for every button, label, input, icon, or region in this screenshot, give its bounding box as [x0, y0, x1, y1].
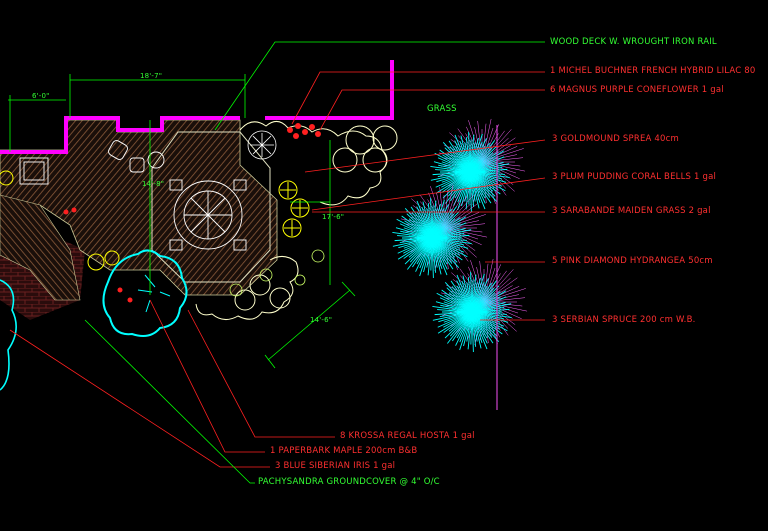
- note-hydrangea: 5 PINK DIAMOND HYDRANGEA 50cm: [552, 256, 713, 266]
- note-lilac: 1 MICHEL BUCHNER FRENCH HYBRID LILAC 80: [550, 66, 756, 76]
- spruce-burst-0: [430, 132, 510, 212]
- coneflower-symbols: [63, 123, 321, 303]
- dim-bottom-run: 14'-6": [310, 316, 333, 324]
- spruce-burst-1: [392, 198, 472, 278]
- deck-furniture: [19, 140, 165, 185]
- note-spruce: 3 SERBIAN SPRUCE 200 cm W.B.: [552, 315, 696, 325]
- dim-left-width: 6'-0": [32, 92, 50, 100]
- note-pachysandra: PACHYSANDRA GROUNDCOVER @ 4" O/C: [258, 477, 440, 487]
- note-maple: 1 PAPERBARK MAPLE 200cm B&B: [270, 446, 418, 456]
- iris-symbol: [0, 279, 17, 391]
- wood-deck: [0, 119, 278, 301]
- dim-deck-height: 14'-8": [142, 180, 165, 188]
- note-goldmound: 3 GOLDMOUND SPREA 40cm: [552, 134, 680, 144]
- note-hosta: 8 KROSSA REGAL HOSTA 1 gal: [340, 431, 475, 441]
- lilac-symbol: [247, 130, 277, 160]
- dimension-lines: [8, 74, 356, 369]
- serbian-spruce-symbol: [392, 118, 528, 352]
- note-iris: 3 BLUE SIBERIAN IRIS 1 gal: [275, 461, 396, 471]
- wrought-iron-rail: [0, 60, 394, 154]
- leader-lines: [9, 41, 546, 484]
- grass-label: GRASS: [427, 104, 457, 114]
- dim-top-width: 18'-7": [140, 72, 163, 80]
- patio-umbrella-symbol: [169, 179, 247, 251]
- goldmound-spirea-symbol: [0, 170, 310, 271]
- shrub-bed: [195, 121, 398, 320]
- dim-right-offset: 17'-6": [322, 213, 345, 221]
- note-coral-bells: 3 PLUM PUDDING CORAL BELLS 1 gal: [552, 172, 717, 182]
- spruce-burst-2: [432, 272, 512, 352]
- note-wood-deck: WOOD DECK W. WROUGHT IRON RAIL: [550, 37, 717, 47]
- hosta-symbol: [229, 249, 325, 297]
- note-coneflower: 6 MAGNUS PURPLE CONEFLOWER 1 gal: [550, 85, 724, 95]
- note-maiden-grass: 3 SARABANDE MAIDEN GRASS 2 gal: [552, 206, 711, 216]
